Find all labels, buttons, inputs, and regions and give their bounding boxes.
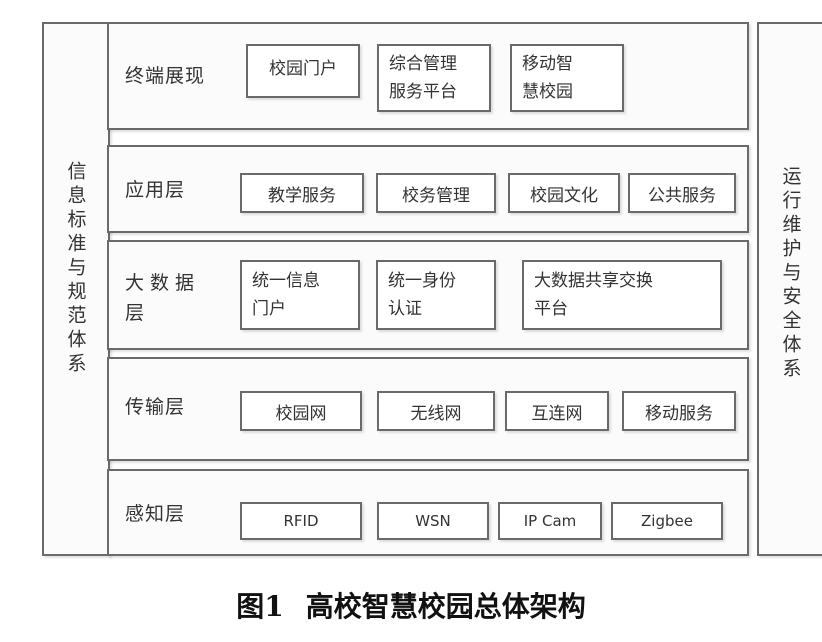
layer-title: 应用层 — [125, 179, 186, 201]
layer-title: 终端展现 — [125, 65, 206, 87]
layer-item: 移动智 慧校园 — [510, 44, 624, 112]
perception-layer: 感知层 RFID WSN IP Cam Zigbee — [107, 469, 749, 556]
layer-title: 传输层 — [125, 396, 186, 418]
layer-item: Zigbee — [611, 502, 723, 540]
maintenance-security-panel: 运行维护与安全体系 — [757, 22, 822, 556]
layer-item: 无线网 — [377, 391, 495, 431]
layer-item: IP Cam — [498, 502, 602, 540]
layer-title: 大数据 层 — [125, 272, 201, 324]
layer-item: 统一身份 认证 — [376, 260, 496, 330]
layer-item: WSN — [377, 502, 489, 540]
terminal-layer: 终端展现 校园门户 综合管理 服务平台 移动智 慧校园 — [107, 22, 749, 130]
layer-item: RFID — [240, 502, 362, 540]
layer-item: 校务管理 — [376, 173, 496, 213]
figure-number: 图1 — [236, 590, 284, 623]
layer-item: 公共服务 — [628, 173, 736, 213]
standards-system-label: 信息标准与规范体系 — [64, 161, 87, 377]
layer-item: 综合管理 服务平台 — [377, 44, 491, 112]
layer-item: 校园网 — [240, 391, 362, 431]
layer-item: 移动服务 — [622, 391, 736, 431]
figure-caption: 图1 高校智慧校园总体架构 — [0, 585, 822, 625]
big-data-layer: 大数据 层 统一信息 门户 统一身份 认证 大数据共享交换 平台 — [107, 240, 749, 350]
application-layer: 应用层 教学服务 校务管理 校园文化 公共服务 — [107, 145, 749, 233]
standards-system-panel: 信息标准与规范体系 — [42, 22, 110, 556]
maintenance-security-label: 运行维护与安全体系 — [779, 166, 802, 382]
layer-item: 统一信息 门户 — [240, 260, 360, 330]
layer-item: 教学服务 — [240, 173, 364, 213]
layer-item: 互连网 — [505, 391, 609, 431]
transmission-layer: 传输层 校园网 无线网 互连网 移动服务 — [107, 357, 749, 461]
layer-item: 大数据共享交换 平台 — [522, 260, 722, 330]
figure-title: 高校智慧校园总体架构 — [305, 590, 586, 623]
layer-title: 感知层 — [125, 503, 186, 525]
layer-item: 校园门户 — [246, 44, 360, 98]
layer-item: 校园文化 — [508, 173, 620, 213]
